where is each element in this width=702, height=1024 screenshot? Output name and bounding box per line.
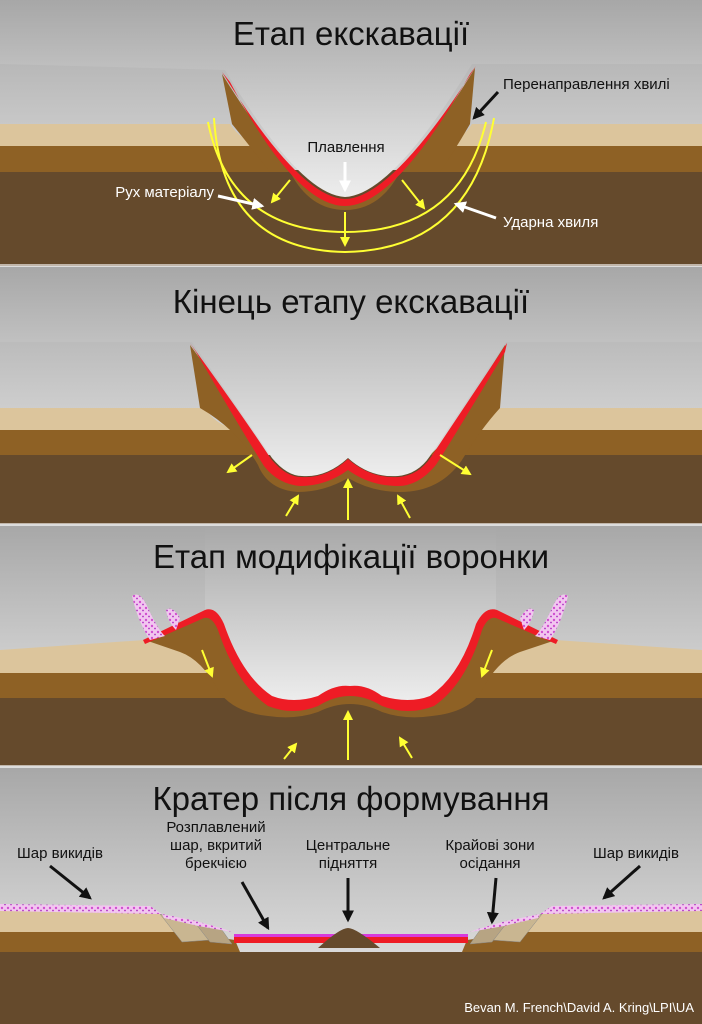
panel-2-cavity [0, 266, 702, 477]
ejecta-blanket-right-inner [470, 914, 540, 932]
panel-4-dark-layer [0, 952, 702, 1024]
credit-line: Bevan M. French\David A. Kring\LPI\UA [464, 1000, 694, 1015]
panel-3-tan-left [0, 618, 225, 673]
ejecta-blanket-left-inner [162, 914, 232, 932]
panel-3-tan-right [477, 618, 702, 673]
panel-1-mid-layer [0, 146, 702, 172]
material-motion-arrow [217, 194, 265, 210]
panel-end-of-excavation: Кінець етапу екскавації [0, 266, 702, 524]
ejecta-spray-left [132, 594, 165, 640]
panel-2-mid-left [0, 430, 268, 455]
panel-3-cavity [205, 524, 496, 702]
p3-arrow-lower-right [398, 736, 413, 759]
panel-2-tan-left [0, 408, 238, 430]
label-material-motion: Рух матеріалу [115, 184, 214, 201]
p2-arrow-lower-right [397, 494, 411, 519]
panel-3-dark-layer [0, 698, 702, 766]
panel-1-cavity [0, 0, 702, 197]
ejecta-right-arrow [602, 864, 641, 900]
separator-1 [0, 264, 702, 267]
panel-4-tan-right [524, 910, 702, 932]
label-slump-line2: осідання [460, 855, 521, 872]
shock-wave-outer [213, 117, 495, 254]
ejecta-left-arrow [49, 864, 92, 900]
panel-excavation: Етап екскавації Перенаправлення хвилі Пл… [0, 0, 702, 266]
panel-4-title: Кратер після формування [152, 780, 549, 817]
separator-2 [0, 523, 702, 526]
ejecta-spray-right [535, 594, 568, 640]
label-melt-breccia-line2: шар, вкритий [170, 837, 262, 854]
melt-breccia-arrow [240, 881, 270, 931]
slump-arrow [486, 877, 499, 925]
panel-2-mid-right [430, 430, 702, 455]
label-melt-breccia-line3: брекчією [185, 855, 247, 872]
ejecta-spray-left-small [166, 608, 180, 630]
separator-3 [0, 765, 702, 768]
panel-1-tan-right [440, 124, 702, 146]
ejecta-blanket-left [0, 904, 162, 914]
label-slump-line1: Крайові зони [445, 837, 534, 854]
label-ejecta-left: Шар викидів [17, 845, 103, 862]
p3-arrow-lower-left [283, 742, 298, 760]
label-melt-breccia-line1: Розплавлений [166, 819, 265, 836]
panel-2-tan-right [462, 408, 702, 430]
material-arrow-right [401, 179, 426, 210]
panel-4-tan-left [0, 910, 178, 932]
panel-1-title: Етап екскавації [233, 15, 469, 52]
wave-redirect-arrow [472, 90, 500, 120]
shock-wave-arrow [453, 201, 497, 220]
label-ejecta-right: Шар викидів [593, 845, 679, 862]
material-arrow-left [270, 179, 291, 204]
p2-arrow-right [439, 454, 472, 476]
p2-arrow-lower-left [285, 494, 300, 517]
panel-3-title: Етап модифікації воронки [153, 538, 549, 575]
panel-final-crater: Кратер після формування Шар викидів Шар … [0, 766, 702, 1024]
ejecta-blanket-right [540, 904, 702, 914]
label-melting: Плавлення [307, 139, 384, 156]
p3-arrow-right [480, 649, 493, 678]
p2-arrow-left [226, 454, 253, 474]
panel-2-title: Кінець етапу екскавації [173, 283, 529, 320]
panel-1-tan-left [0, 124, 262, 146]
panel-3-mid-left [0, 673, 250, 698]
label-shock-wave: Ударна хвиля [503, 214, 598, 231]
panel-3-crater-wall [145, 613, 556, 718]
p3-arrow-left [201, 649, 214, 678]
panel-3-melt-lining [143, 609, 558, 711]
label-wave-redirect: Перенаправлення хвилі [503, 76, 670, 93]
panel-modification: Етап модифікації воронки [0, 524, 702, 766]
label-central-uplift-line1: Центральне [306, 837, 390, 854]
ejecta-spray-right-small [520, 608, 534, 630]
panel-3-mid-right [452, 673, 702, 698]
label-central-uplift-line2: підняття [319, 855, 377, 872]
central-uplift-peak [318, 928, 380, 948]
